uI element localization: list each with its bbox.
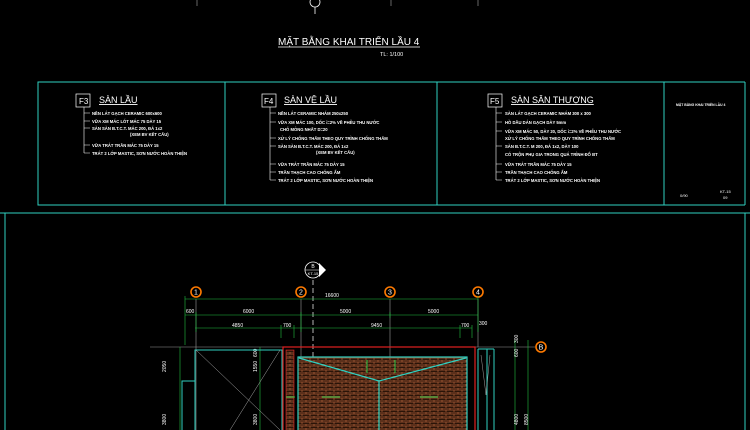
dim-label: 8500 [524, 414, 530, 425]
grid-label: 2 [299, 290, 303, 297]
dim-label: 300 [514, 334, 520, 343]
grid-bubble-3 [384, 286, 396, 298]
top-section-mark [309, 0, 321, 14]
panel-f4: F4 SÀN VỆ LẦU NỀN LÁT CERAMIC NHÁM 250x2… [261, 93, 388, 183]
section-sheet: KT-15 [308, 271, 319, 276]
dim-overall: 16600 [325, 293, 339, 299]
dim-label: 600 [514, 348, 520, 357]
dim-label: 3800 [162, 414, 168, 425]
drawing-scale: TL: 1/100 [380, 52, 403, 58]
note-line: TRÁT 2 LỚP MASTIC, SƠN NƯỚC HOÀN THIỆN [92, 151, 187, 156]
dim-label: 3800 [253, 414, 259, 425]
dim-label: 700 [283, 323, 292, 329]
note-line: (XEM BV KẾT CẤU) [316, 150, 355, 155]
panel-f3: F3 SÀN LẦU NỀN LÁT GẠCH CERAMIC 600x600 … [75, 93, 187, 156]
note-line: VỮA TRÁT TRẦN MÁC 75 DÀY 15 [505, 162, 572, 167]
dim-label: 6000 [243, 309, 254, 315]
sheet-number: KT-15 [720, 189, 731, 194]
grid-label: 4 [476, 290, 480, 297]
panel-heading: SÀN VỆ LẦU [284, 95, 337, 105]
dim-label: 4800 [514, 414, 520, 425]
note-line: CHỖ MỎNG NHẤT D=20 [280, 127, 328, 132]
title-block-left: 0/90 [680, 193, 689, 198]
grid-bubble-1 [190, 286, 202, 298]
panel-code: F3 [79, 97, 89, 106]
grid-bubble-2 [295, 286, 307, 298]
sheet-sub: 09 [723, 195, 728, 200]
notes-frame [0, 81, 750, 430]
grid-label: 1 [194, 290, 198, 297]
panel-f5: F5 SÀN SÂN THƯỢNG SÀN LÁT GẠCH CERAMIC N… [487, 93, 621, 183]
grid-label: 3 [388, 290, 392, 297]
note-line: SÀN SÀN B.T.C.T. MÁC 200, ĐÁ 1x2 [92, 126, 163, 131]
note-line: VỮA XM MÁC LÓT MÁC 75 DÀY 15 [92, 119, 162, 124]
note-line: HỒ DẦU DÁN GẠCH DÀY 5mm [505, 120, 566, 125]
title-block: MẶT BẰNG KHAI TRIỂN LẦU 4 0/90 KT-15 09 [676, 102, 731, 200]
panel-code: F5 [490, 97, 500, 106]
note-line: VỮA TRÁT TRẦN MÁC 75 DÀY 15 [278, 162, 345, 167]
dim-label: 4850 [232, 323, 243, 329]
note-line: TRẦN THẠCH CAO CHỐNG ẨM [278, 170, 341, 175]
dimension-lines [179, 296, 529, 430]
grid-bubble-b [535, 341, 547, 353]
note-line: TRẦN THẠCH CAO CHỐNG ẨM [505, 170, 568, 175]
note-line: CÓ TRỘN PHỤ GIA TRONG QUÁ TRÌNH ĐỔ BT [505, 152, 598, 157]
dim-label: 700 [461, 323, 470, 329]
note-line: VỮA TRÁT TRẦN MÁC 75 DÀY 15 [92, 143, 159, 148]
section-letter: B [311, 264, 315, 270]
dim-label: 5000 [340, 309, 351, 315]
note-line: TRÁT 2 LỚP MASTIC, SƠN NƯỚC HOÀN THIỆN [505, 178, 600, 183]
grid-label: B [539, 345, 544, 352]
top-grid-ticks [196, 0, 479, 6]
panel-heading: SÀN SÂN THƯỢNG [511, 95, 594, 105]
floor-plan [181, 346, 495, 430]
title-block-name: MẶT BẰNG KHAI TRIỂN LẦU 4 [676, 102, 725, 107]
panel-heading: SÀN LẦU [99, 95, 138, 105]
note-line: SÀN SÀN B.T.C.T. MÁC 200, ĐÁ 1x2 [278, 144, 349, 149]
note-line: XỬ LÝ CHỐNG THẤM THEO QUY TRÌNH CHỐNG TH… [505, 136, 615, 141]
dim-label: 5000 [428, 309, 439, 315]
dim-label: 1550 [253, 361, 259, 372]
note-line: VỮA XM MÁC 50, DÀY 20, DỐC i=2% VỀ PHỄU … [505, 129, 621, 134]
note-line: SÀN B.T.C.T. M 200, ĐÁ 1x2, DÀY 100 [505, 144, 579, 149]
dim-label: 9450 [371, 323, 382, 329]
note-line: TRÁT 2 LỚP MASTIC, SƠN NƯỚC HOÀN THIỆN [278, 178, 373, 183]
note-line: (XEM BV KẾT CẤU) [130, 132, 169, 137]
dim-label: 600 [253, 348, 259, 357]
dim-label: 600 [186, 309, 195, 315]
note-line: NỀN LÁT CERAMIC NHÁM 250x250 [278, 111, 349, 116]
panel-code: F4 [264, 97, 274, 106]
code-box [75, 93, 91, 108]
drawing-title: MẶT BẰNG KHAI TRIỂN LẦU 4 [278, 35, 420, 48]
tiled-floor [297, 356, 468, 430]
note-line: SÀN LÁT GẠCH CERAMIC NHÁM 300 x 300 [505, 111, 592, 116]
note-line: VỮA XM MÁC 100, DỐC i=2% VỀ PHỄU THU NƯỚ… [278, 120, 379, 125]
slope-arrows [286, 360, 438, 398]
note-line: XỬ LÝ CHỐNG THẤM THEO QUY TRÌNH CHỐNG TH… [278, 136, 388, 141]
dim-label: 2050 [162, 361, 168, 372]
dim-label: 300 [479, 321, 488, 327]
note-line: NỀN LÁT GẠCH CERAMIC 600x600 [92, 111, 162, 116]
